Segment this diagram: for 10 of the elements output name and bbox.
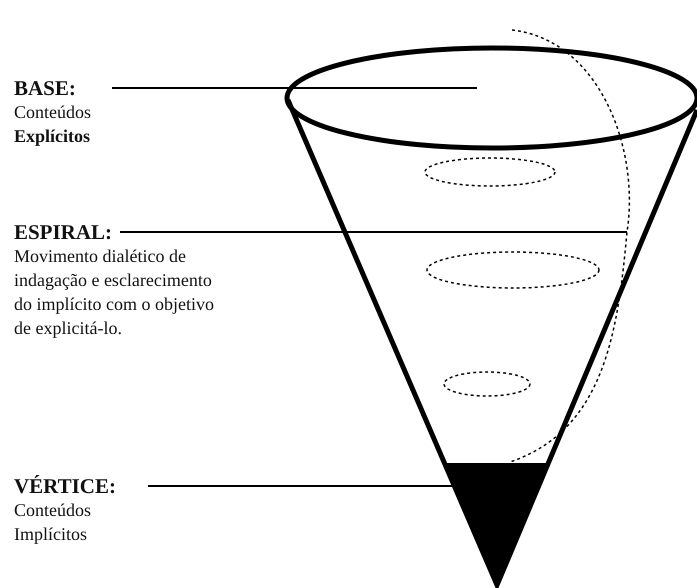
leader-line (120, 231, 627, 233)
section-heading: ESPIRAL: (14, 220, 112, 244)
dotted-spiral (424, 29, 630, 463)
leader-line (148, 485, 453, 487)
description-text: Movimento dialético de indagação e esclarecimento do implícito com o objetivo de explicitá-lo. (14, 245, 214, 340)
section-heading: VÉRTICE: (14, 474, 116, 498)
leader-line (112, 87, 477, 89)
description-text: Conteúdos Implícitos (14, 499, 92, 546)
description-text: Conteúdos Explícitos (14, 101, 92, 148)
section-heading: BASE: (14, 76, 76, 100)
